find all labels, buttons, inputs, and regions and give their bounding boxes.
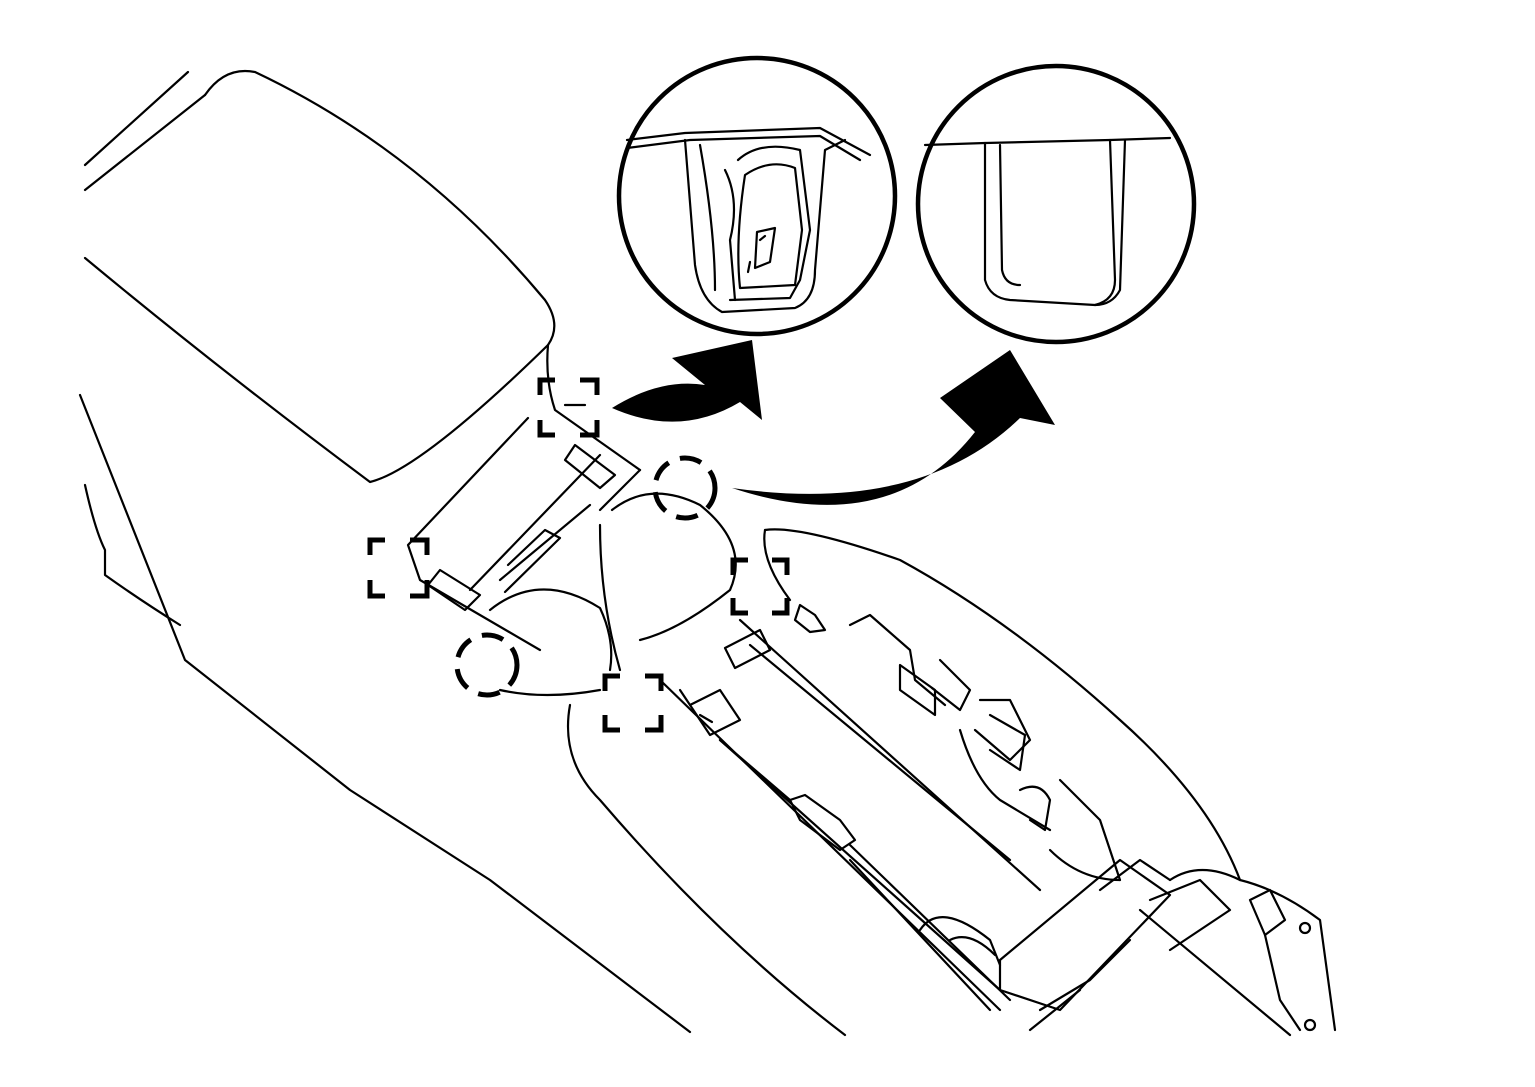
retainer-detail-view (915, 63, 1197, 345)
clip-marker-bottom (602, 673, 664, 733)
clip-marker-left (367, 537, 430, 599)
console-compartment (658, 528, 1337, 1037)
clip-callout-markers (367, 377, 790, 733)
clip-marker-right (730, 557, 790, 616)
retainer-callout-markers (454, 455, 718, 698)
detail-arrows (612, 340, 1055, 505)
arrow-to-clip-detail (612, 340, 762, 422)
clip-detail-view (616, 55, 898, 337)
clip-marker-top (537, 377, 600, 438)
arrow-to-retainer-detail (732, 350, 1055, 505)
console-body (78, 69, 847, 1037)
retainer-marker-lower (454, 632, 520, 698)
retainer-marker-upper (652, 455, 718, 521)
